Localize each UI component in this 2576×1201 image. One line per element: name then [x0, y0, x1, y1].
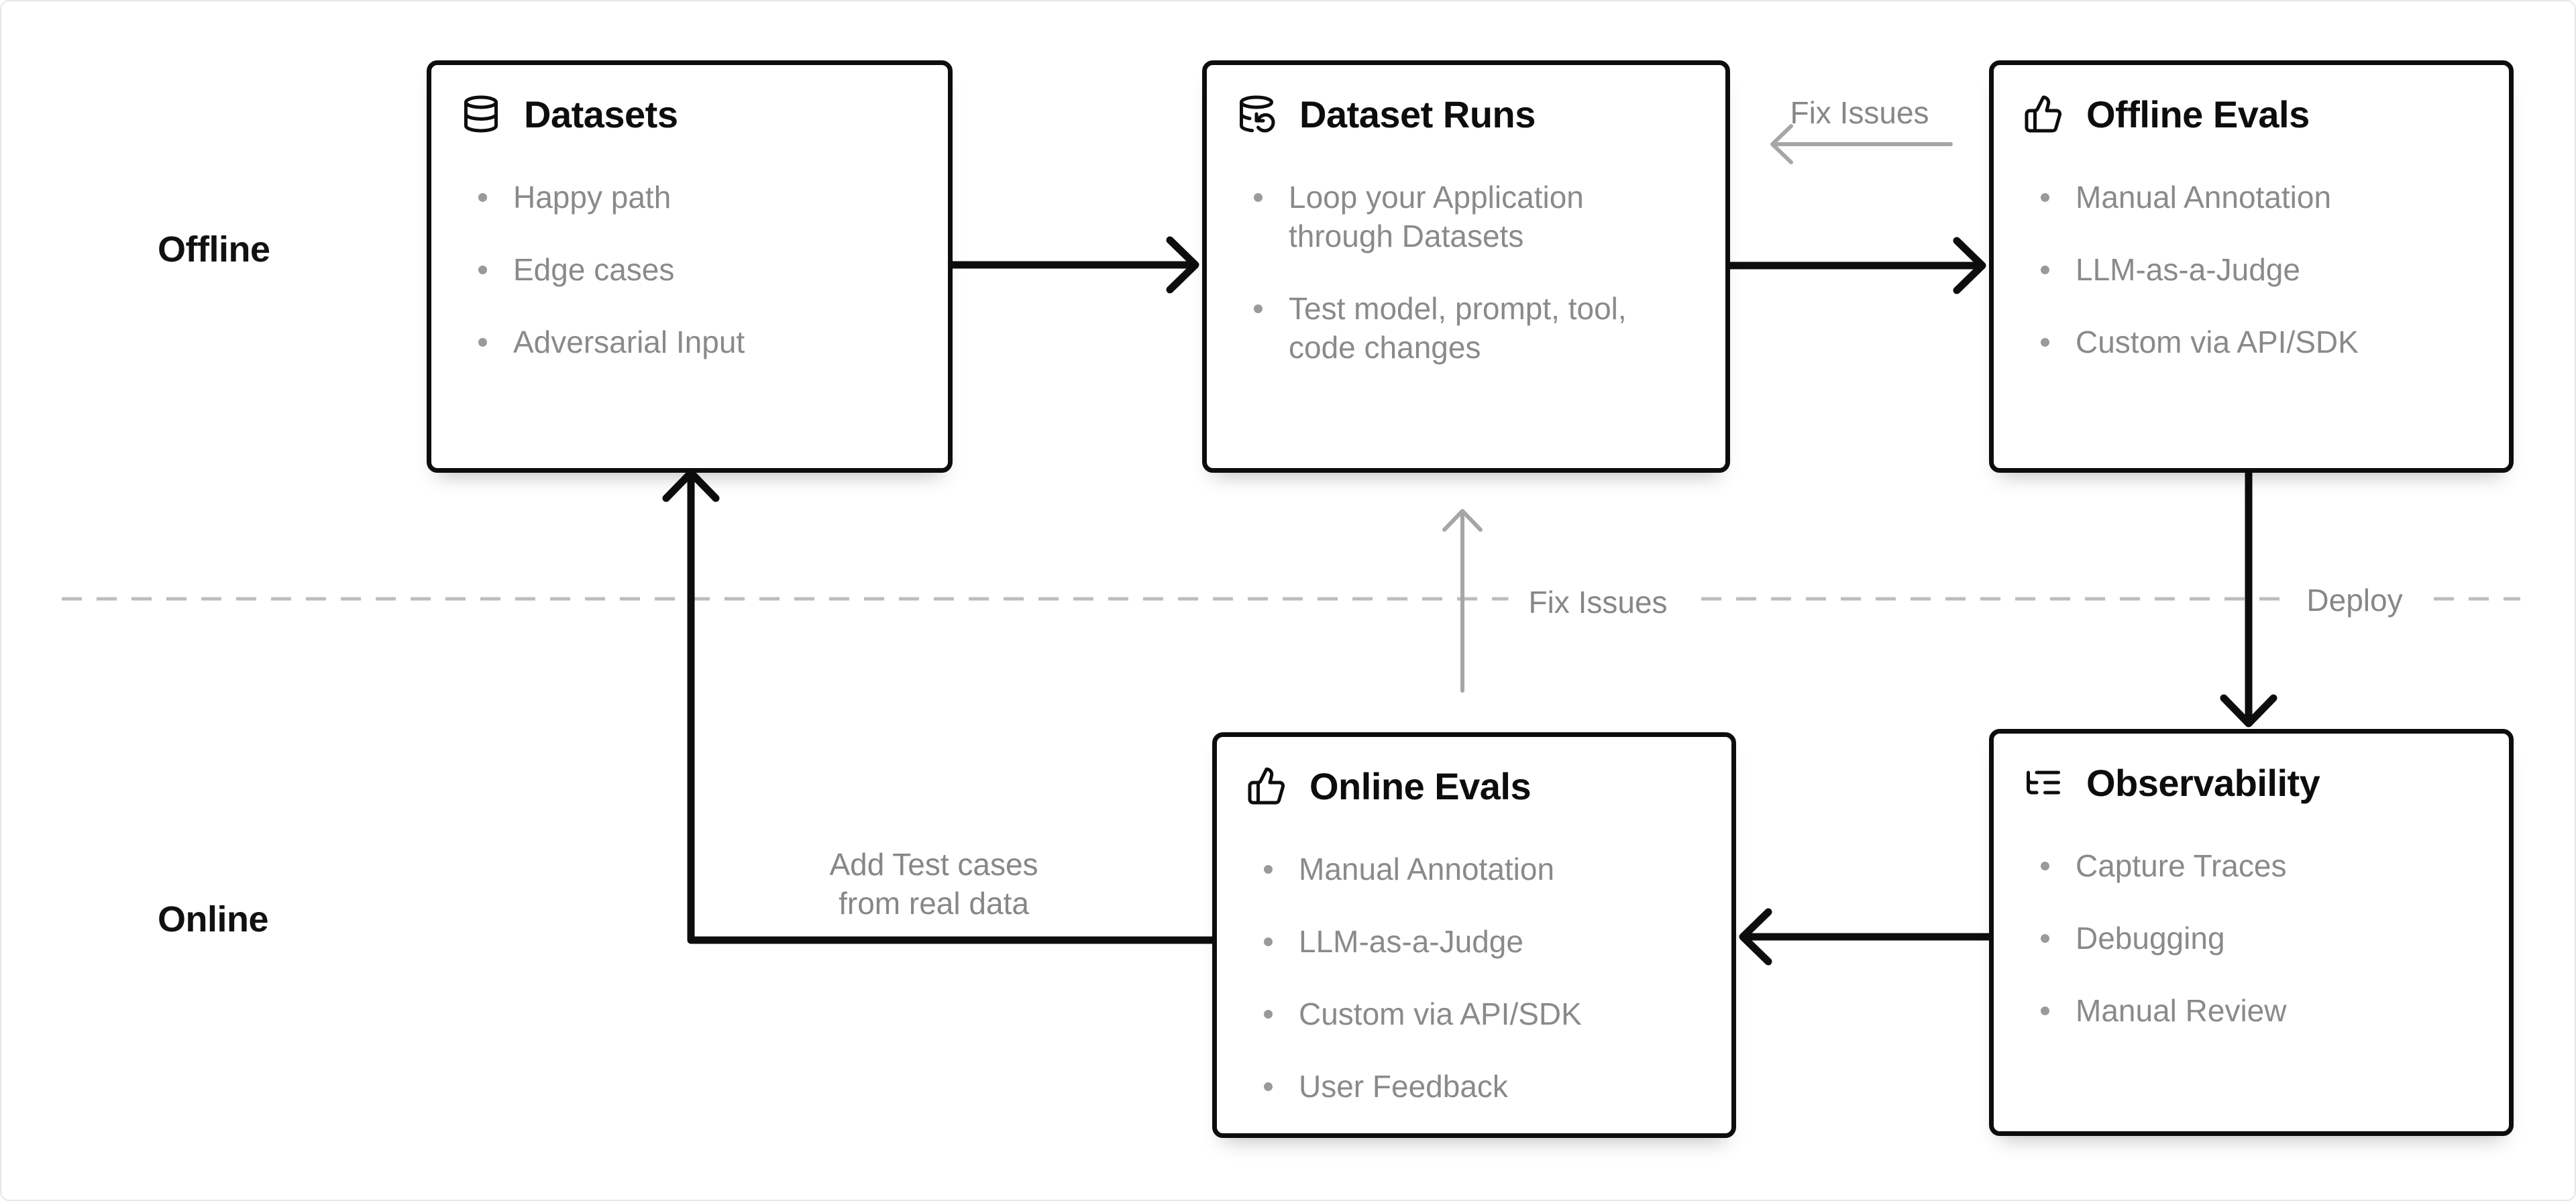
thumbs-up-icon [2023, 94, 2063, 134]
list-item: Edge cases [461, 250, 904, 289]
list-item: Custom via API/SDK [2023, 323, 2466, 361]
list-item: LLM-as-a-Judge [1246, 922, 1689, 961]
list-item: LLM-as-a-Judge [2023, 250, 2466, 289]
card-dataset-runs: Dataset Runs Loop your Application throu… [1202, 60, 1730, 473]
card-title: Dataset Runs [1299, 93, 1536, 135]
offline-evals-to-observability-arrow [2220, 469, 2277, 728]
add-test-cases-line2: from real data [839, 886, 1029, 921]
datasets-to-dataset-runs-arrow [949, 236, 1199, 294]
list-item: Manual Annotation [2023, 178, 2466, 217]
lane-label-online: Online [158, 899, 269, 939]
database-refresh-icon [1236, 94, 1277, 134]
deploy-label: Deploy [2286, 581, 2423, 620]
list-item: Adversarial Input [461, 323, 904, 361]
fix-issues-top-label: Fix Issues [1790, 95, 1929, 130]
card-observability: Observability Capture Traces Debugging M… [1989, 729, 2514, 1136]
list-item: Happy path [461, 178, 904, 217]
lane-label-offline: Offline [158, 229, 270, 270]
list-item: Loop your Application through Datasets [1236, 178, 1679, 255]
fix-issues-middle-arrow [1442, 509, 1483, 693]
card-item-list: Loop your Application through Datasets T… [1236, 178, 1679, 367]
list-item: Manual Review [2023, 991, 2466, 1030]
card-datasets: Datasets Happy path Edge cases Adversari… [427, 60, 953, 473]
add-test-cases-label: Add Test cases from real data [829, 845, 1038, 923]
fix-issues-top-arrow [1770, 124, 1953, 164]
list-item: Custom via API/SDK [1246, 994, 1689, 1033]
add-test-cases-line1: Add Test cases [829, 847, 1038, 882]
card-item-list: Manual Annotation LLM-as-a-Judge Custom … [1246, 850, 1689, 1106]
card-title: Offline Evals [2086, 93, 2310, 135]
card-item-list: Happy path Edge cases Adversarial Input [461, 178, 904, 361]
card-title: Observability [2086, 761, 2320, 804]
card-item-list: Capture Traces Debugging Manual Review [2023, 846, 2466, 1030]
card-title: Datasets [524, 93, 678, 135]
card-online-evals: Online Evals Manual Annotation LLM-as-a-… [1212, 732, 1736, 1138]
online-evals-to-datasets-arrow [662, 469, 1216, 944]
trace-list-icon [2023, 762, 2063, 803]
dataset-runs-to-offline-evals-arrow [1726, 237, 1986, 294]
observability-to-online-evals-arrow [1739, 908, 1993, 966]
list-item: Debugging [2023, 919, 2466, 958]
fix-issues-middle-label: Fix Issues [1508, 583, 1688, 622]
list-item: User Feedback [1246, 1067, 1689, 1106]
thumbs-up-icon [1246, 766, 1287, 806]
list-item: Test model, prompt, tool, code changes [1236, 289, 1679, 367]
list-item: Capture Traces [2023, 846, 2466, 885]
card-title: Online Evals [1309, 764, 1532, 807]
list-item: Manual Annotation [1246, 850, 1689, 889]
card-offline-evals: Offline Evals Manual Annotation LLM-as-a… [1989, 60, 2514, 473]
card-item-list: Manual Annotation LLM-as-a-Judge Custom … [2023, 178, 2466, 361]
database-icon [461, 94, 501, 134]
